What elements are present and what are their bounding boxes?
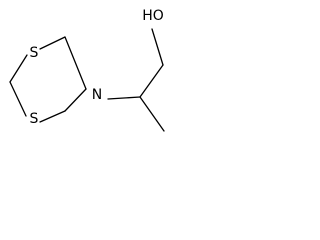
- bond-s1-c1: [39, 36, 66, 50]
- bond-c3-s1: [9, 54, 28, 83]
- sulfur-atom-bottom: S: [30, 111, 39, 127]
- sulfur-atom-top: S: [30, 45, 39, 61]
- bond-s2-c3: [9, 81, 27, 117]
- bond-n-ch: [107, 96, 141, 100]
- bond-ch-ch2: [139, 64, 164, 98]
- bond-n-c2: [64, 88, 87, 112]
- bond-ch-ch3: [139, 96, 165, 132]
- nitrogen-atom: N: [92, 87, 102, 103]
- structure-canvas: S S N HO: [0, 0, 174, 148]
- hydroxyl-group: HO: [142, 8, 164, 24]
- bond-c1-n: [64, 36, 87, 90]
- molecule-structure: S S N HO: [9, 8, 165, 132]
- bond-c2-s2: [39, 110, 66, 123]
- bond-ch2-o: [151, 28, 164, 66]
